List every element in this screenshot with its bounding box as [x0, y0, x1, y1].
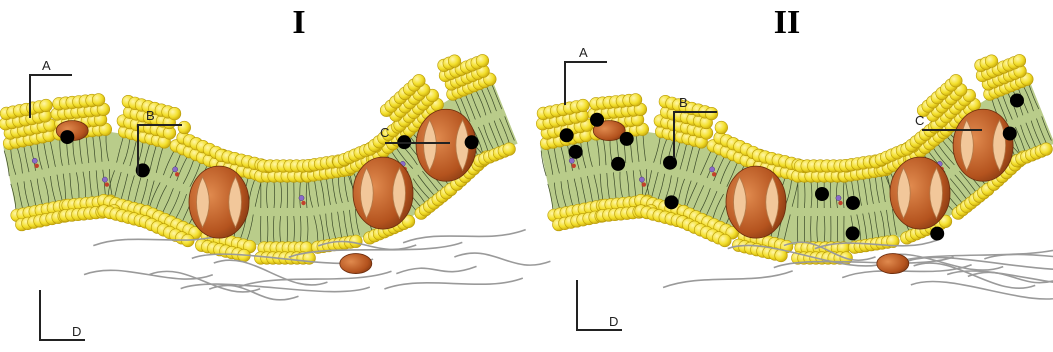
phospholipid-head [719, 234, 732, 247]
black-particle [465, 135, 479, 149]
cholesterol-marker [572, 164, 576, 168]
phospholipid-head [577, 99, 590, 112]
phospholipid-head [1013, 54, 1026, 67]
label-a: A [565, 45, 607, 105]
cholesterol-marker [569, 158, 574, 163]
black-particle [846, 196, 860, 210]
phospholipid-head [985, 55, 998, 68]
phospholipid-head [178, 121, 191, 134]
membrane-panel-I: I A B C D [0, 4, 550, 340]
panel-title: II [774, 4, 800, 41]
black-particle [611, 157, 625, 171]
label-d: D [40, 290, 85, 340]
cholesterol-marker [639, 177, 644, 182]
black-particle [815, 187, 829, 201]
cholesterol-marker [838, 201, 842, 205]
label-a-text: A [579, 45, 588, 60]
phospholipid-head [476, 54, 489, 67]
black-particle [620, 132, 634, 146]
black-particle [1010, 93, 1024, 107]
cholesterol-marker [175, 172, 179, 176]
membrane-panel-II: II A B C D [536, 4, 1053, 330]
cholesterol-marker [105, 182, 109, 186]
phospholipid-head [715, 121, 728, 134]
membrane-protein [877, 254, 909, 274]
cholesterol-marker [173, 167, 178, 172]
membrane-protein [890, 157, 950, 229]
cholesterol-marker [32, 158, 37, 163]
phospholipid-head [705, 107, 718, 120]
cholesterol-marker [712, 172, 716, 176]
cytoskeleton-filament [403, 230, 526, 243]
black-particle [930, 227, 944, 241]
cholesterol-marker [35, 164, 39, 168]
black-particle [560, 128, 574, 142]
black-particle [1003, 127, 1017, 141]
label-b-text: B [146, 108, 155, 123]
cholesterol-marker [102, 177, 107, 182]
membrane-protein [726, 166, 786, 238]
black-particle [590, 113, 604, 127]
cytoskeleton-filament [454, 253, 550, 265]
phospholipid-head [629, 94, 642, 107]
cholesterol-marker [642, 182, 646, 186]
phospholipid-head [503, 143, 516, 156]
cholesterol-marker [710, 167, 715, 172]
phospholipid-head [413, 74, 426, 87]
phospholipid-head [40, 99, 53, 112]
label-d-text: D [609, 314, 618, 329]
label-a-text: A [42, 58, 51, 73]
cholesterol-marker [299, 195, 304, 200]
cholesterol-marker [836, 195, 841, 200]
cytoskeleton-filament [911, 281, 1053, 299]
label-c-text: C [380, 125, 389, 140]
black-particle [60, 130, 74, 144]
cytoskeleton-filament [984, 254, 1053, 262]
label-d: D [577, 280, 622, 330]
membrane-protein [189, 166, 249, 238]
black-particle [569, 145, 583, 159]
cytoskeleton-filament [384, 278, 522, 289]
label-b-text: B [679, 95, 688, 110]
membrane-protein [353, 157, 413, 229]
phospholipid-head [168, 107, 181, 120]
black-particle [846, 226, 860, 240]
black-particle [664, 195, 678, 209]
phospholipid-head [1040, 143, 1053, 156]
cytoskeleton-filament [181, 284, 370, 292]
cytoskeleton-filament [947, 271, 1053, 286]
cholesterol-marker [301, 201, 305, 205]
label-d-text: D [72, 324, 81, 339]
panel-title: I [292, 4, 305, 41]
membrane-protein [953, 109, 1013, 181]
phospholipid-head [92, 94, 105, 107]
phospholipid-head [448, 55, 461, 68]
phospholipid-head [950, 74, 963, 87]
membrane-protein [340, 254, 372, 274]
cytoskeleton-filament [396, 266, 476, 273]
cytoskeleton-filament [663, 271, 793, 288]
phospholipid-head [350, 235, 363, 248]
label-c-text: C [915, 113, 924, 128]
